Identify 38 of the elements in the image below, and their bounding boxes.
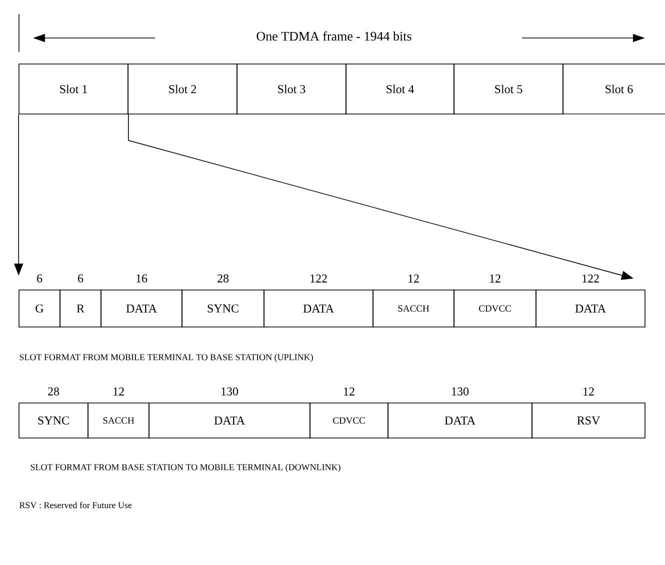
bit-count: 122: [582, 274, 599, 282]
bit-count: 130: [452, 387, 469, 396]
field-cell: RSV: [532, 402, 646, 438]
bit-count: 6: [78, 274, 84, 282]
bit-count: 12: [584, 388, 594, 396]
slot-cell: Slot 3: [236, 64, 346, 114]
field-cell: SACCH: [372, 290, 454, 328]
field-cell: DATA: [536, 290, 646, 328]
field-cell: CDVCC: [454, 290, 536, 328]
field-cell: SYNC: [182, 290, 264, 328]
dimension-label: One TDMA frame - 1944 bits: [256, 31, 412, 41]
bit-count: 28: [218, 274, 229, 282]
field-cell: CDVCC: [310, 402, 388, 438]
slot-cell: Slot 4: [346, 64, 454, 114]
caption: RSV : Reserved for Future Use: [19, 502, 132, 508]
field-cell: R: [60, 290, 102, 328]
bit-count: 130: [222, 387, 238, 396]
bit-count: 6: [37, 274, 42, 282]
bit-count: 12: [490, 274, 500, 282]
caption: SLOT FORMAT FROM MOBILE TERMINAL TO BASE STATION (UPLINK): [20, 354, 313, 362]
slot-cell: Slot 6: [562, 64, 665, 114]
bit-count: 12: [344, 388, 354, 396]
slot-cell: Slot 1: [18, 64, 128, 114]
field-cell: SACCH: [88, 402, 150, 438]
field-cell: G: [18, 290, 60, 328]
bit-count: 16: [136, 274, 148, 282]
bit-count: 28: [48, 387, 60, 396]
field-cell: DATA: [388, 402, 532, 438]
caption: SLOT FORMAT FROM BASE STATION TO MOBILE TERMINAL (DOWNLINK): [30, 464, 340, 472]
field-cell: DATA: [100, 290, 182, 328]
bit-count: 12: [408, 274, 419, 282]
bit-count: 12: [114, 388, 124, 396]
bit-count: 122: [310, 274, 327, 282]
slot-cell: Slot 5: [454, 64, 564, 114]
field-cell: DATA: [148, 402, 310, 438]
field-cell: SYNC: [18, 402, 88, 438]
field-cell: DATA: [264, 290, 374, 328]
slot-cell: Slot 2: [128, 64, 238, 114]
